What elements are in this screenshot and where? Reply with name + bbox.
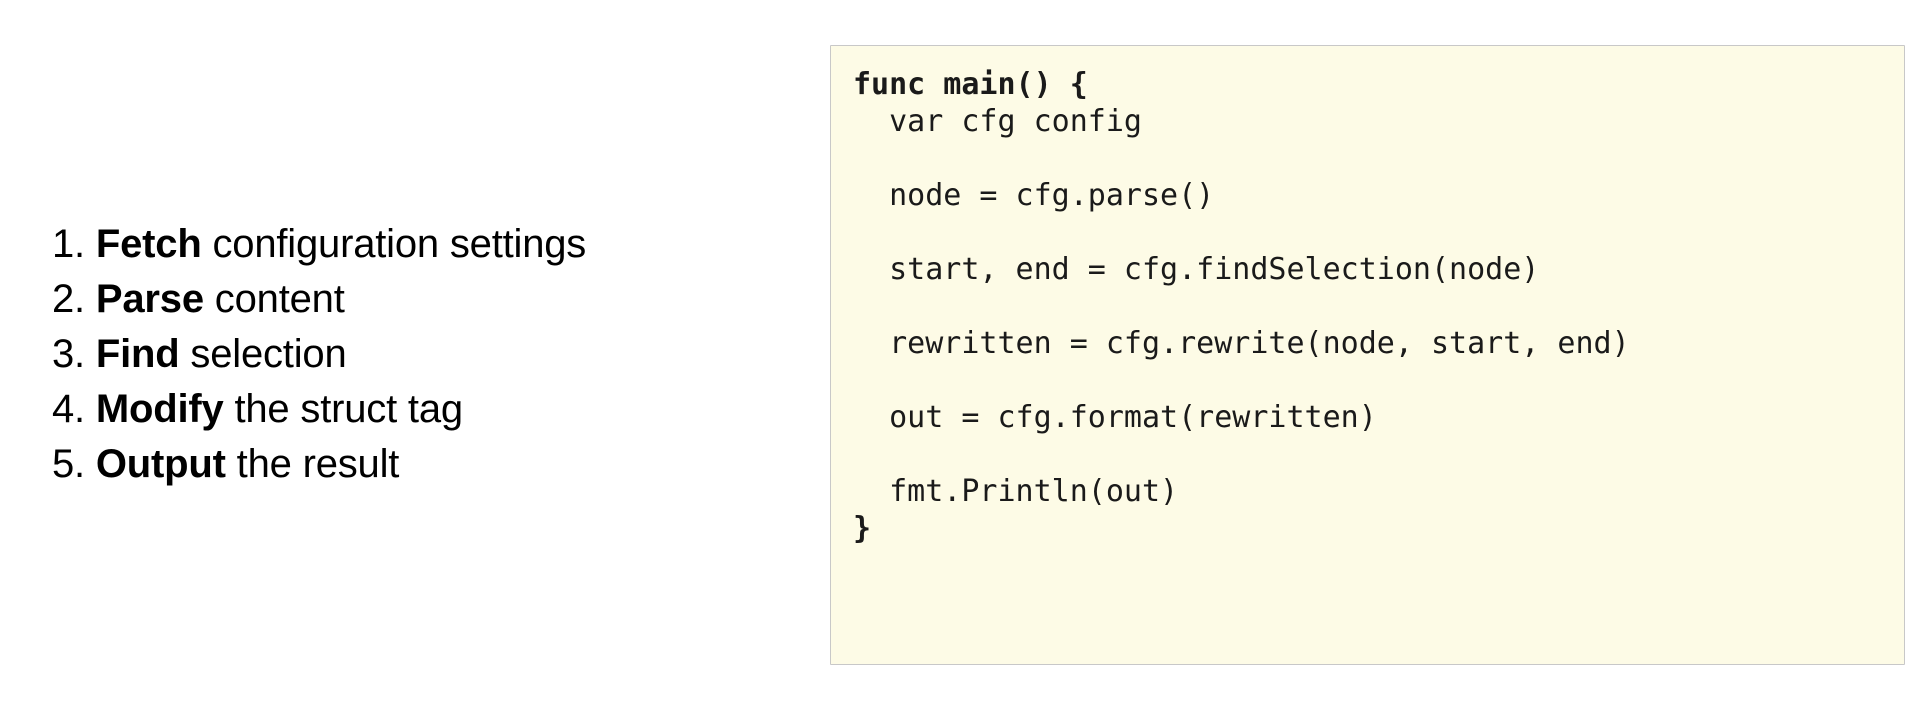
code-blank-line [853, 362, 1904, 399]
step-keyword: Modify [95, 387, 224, 431]
code-line: rewritten = cfg.rewrite(node, start, end… [853, 326, 1630, 361]
code-line: out = cfg.format(rewritten) [853, 400, 1377, 435]
step-item: 3. Find selection [52, 327, 830, 382]
step-description: selection [179, 332, 347, 376]
code-line: start, end = cfg.findSelection(node) [853, 252, 1540, 287]
code-line: func main() { [853, 67, 1088, 102]
code-blank-line [853, 436, 1904, 473]
step-number: 3. [52, 332, 85, 376]
step-item: 1. Fetch configuration settings [52, 217, 830, 272]
step-number: 1. [52, 222, 85, 266]
code-line: var cfg config [853, 104, 1142, 139]
step-item: 4. Modify the struct tag [52, 382, 830, 437]
code-blank-line [853, 140, 1904, 177]
code-line: } [853, 511, 872, 546]
step-description: the result [225, 442, 400, 486]
step-keyword: Parse [95, 277, 204, 321]
step-description: configuration settings [201, 222, 587, 266]
code-line: node = cfg.parse() [853, 178, 1215, 213]
step-keyword: Output [95, 442, 226, 486]
step-description: content [203, 277, 345, 321]
step-description: the struct tag [223, 387, 463, 431]
code-blank-line [853, 288, 1904, 325]
step-keyword: Find [95, 332, 180, 376]
step-number: 5. [52, 442, 85, 486]
step-item: 5. Output the result [52, 437, 830, 492]
step-number: 4. [52, 387, 85, 431]
code-content: func main() { var cfg config node = cfg.… [831, 46, 1904, 561]
code-blank-line [853, 214, 1904, 251]
step-keyword: Fetch [95, 222, 202, 266]
code-block: func main() { var cfg config node = cfg.… [830, 45, 1905, 665]
step-item: 2. Parse content [52, 272, 830, 327]
step-number: 2. [52, 277, 85, 321]
code-line: fmt.Println(out) [853, 474, 1179, 509]
